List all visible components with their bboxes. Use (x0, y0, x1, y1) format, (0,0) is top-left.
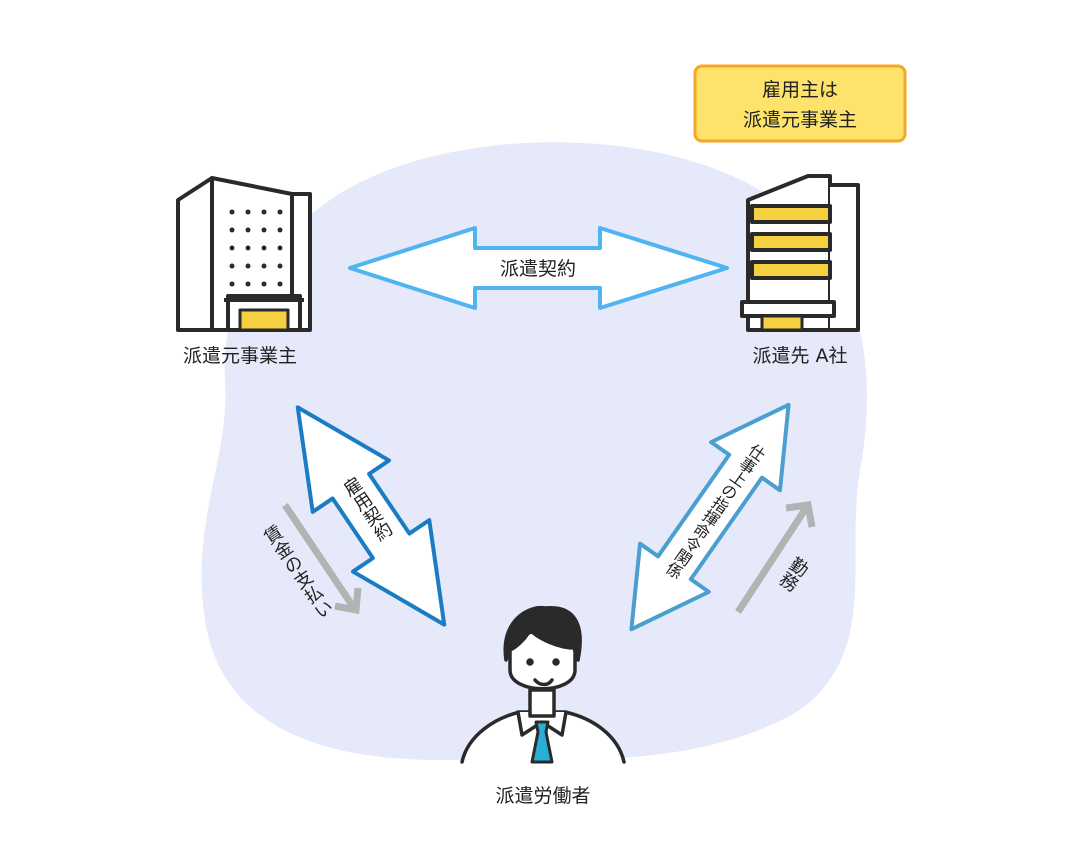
callout-line-2: 派遣元事業主 (743, 109, 857, 131)
client-building-icon (740, 174, 860, 332)
dispatcher-label: 派遣元事業主 (183, 345, 297, 367)
worker-label: 派遣労働者 (495, 785, 590, 807)
employment-contract-arrow: 雇用契約 (295, 405, 447, 627)
callout-line-1: 雇用主は (762, 79, 838, 101)
worker-person-icon (460, 605, 626, 764)
dispatch-contract-label: 派遣契約 (500, 258, 576, 280)
work-arrow (735, 501, 816, 614)
client-label: 派遣先 A社 (752, 345, 847, 367)
background-blob (201, 142, 867, 761)
dispatcher-building-icon (176, 176, 312, 332)
wage-payment-arrow (282, 503, 362, 615)
dispatch-contract-arrow: 派遣契約 (348, 226, 729, 310)
employer-callout: 雇用主は 派遣元事業主 (693, 64, 907, 143)
